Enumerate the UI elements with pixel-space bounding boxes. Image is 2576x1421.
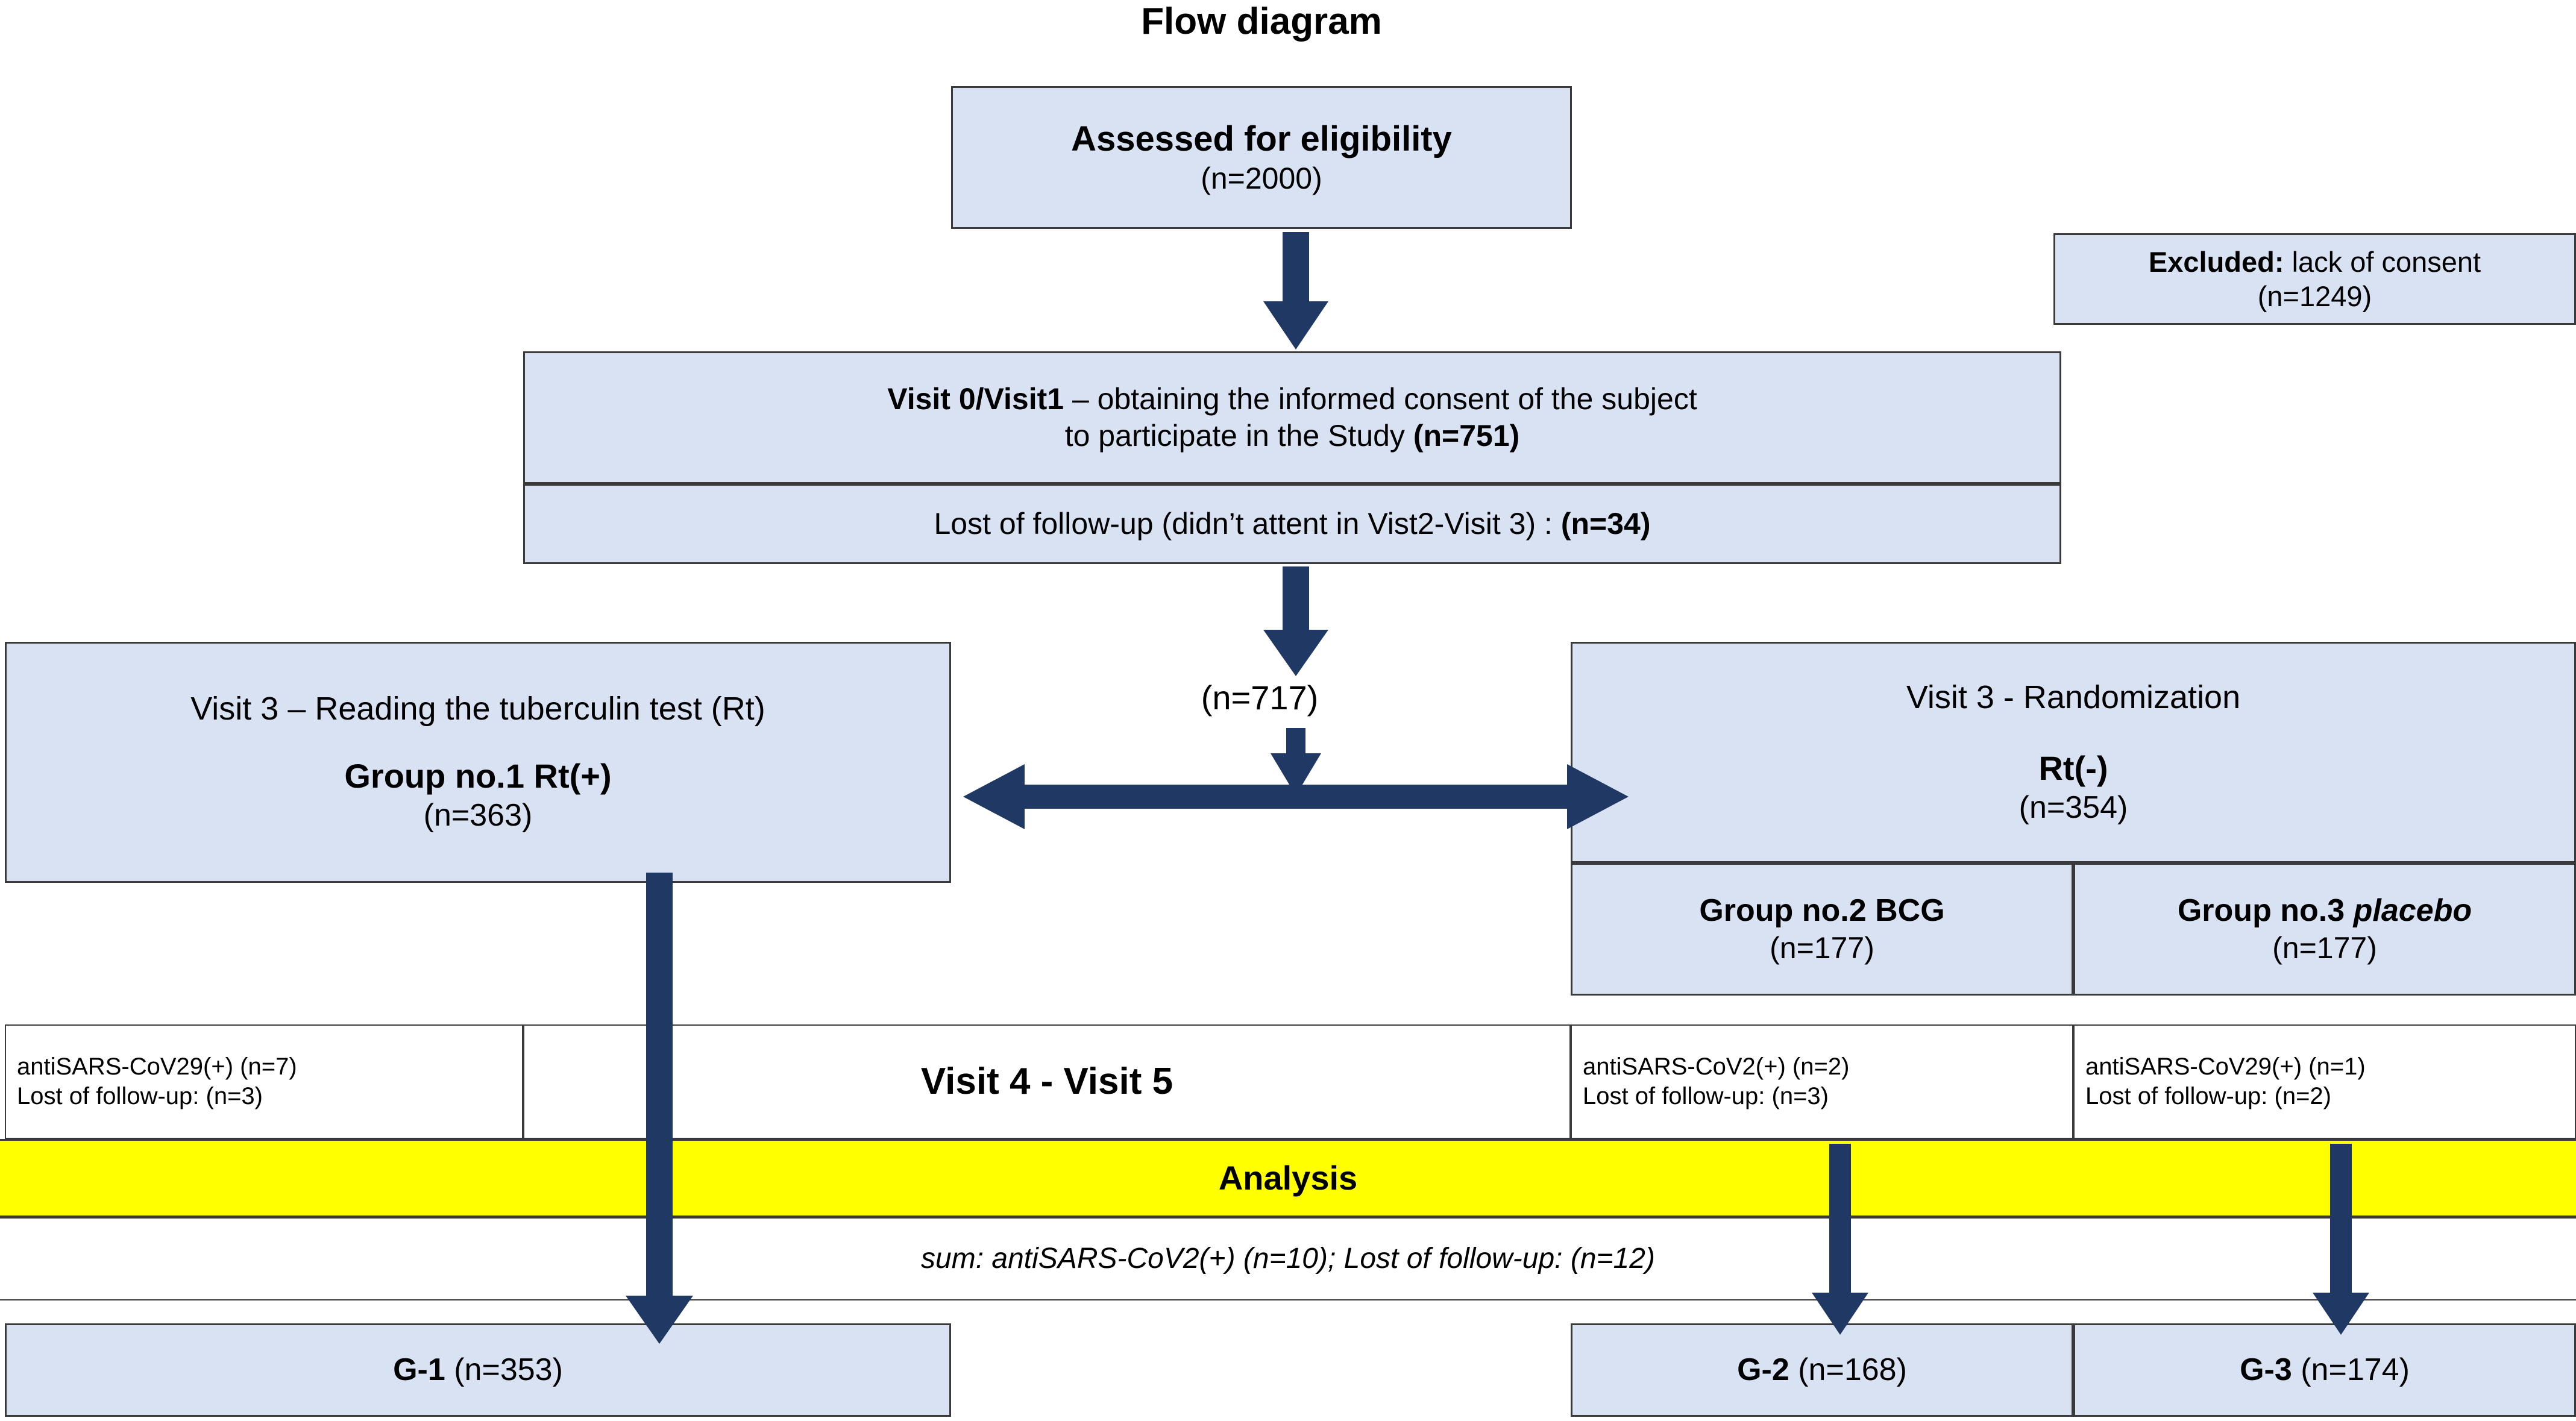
final-g1-bold: G-1 [393,1352,445,1387]
sum-label: sum: antiSARS-CoV2(+) (n=10); Lost of fo… [921,1242,1655,1275]
final-g2-label: G-2 (n=168) [1737,1351,1907,1389]
final-g3-box: G-3 (n=174) [2073,1323,2576,1417]
visit3-right-count: (n=354) [2018,789,2128,825]
left-detail-line2: Lost of follow-up: (n=3) [17,1083,263,1109]
page-title: Flow diagram [1141,1,1382,42]
visit0-line2: to participate in the Study (n=751) [1065,418,1520,454]
assessed-title: Assessed for eligibility [1071,119,1452,158]
group2-count: (n=177) [1770,931,1874,965]
visit4-visit5-label: Visit 4 - Visit 5 [920,1061,1173,1103]
final-g2-bold: G-2 [1737,1352,1789,1387]
visit3-right-title: Visit 3 - Randomization [1906,679,2241,715]
g2-detail-line2: Lost of follow-up: (n=3) [1583,1083,1829,1109]
final-g2-rest: (n=168) [1789,1352,1907,1387]
group3-label-italic: placebo [2353,892,2472,928]
final-g1-label: G-1 (n=353) [393,1351,563,1389]
lost-followup-rest: Lost of follow-up (didn’t attent in Vist… [934,507,1561,541]
g3-detail-line2: Lost of follow-up: (n=2) [2085,1083,2331,1109]
assessed-count: (n=2000) [1201,162,1322,196]
arrow-double-horizontal-split [963,764,1629,829]
group3-count: (n=177) [2272,931,2377,965]
final-g2-box: G-2 (n=168) [1571,1323,2073,1417]
visit3-right-rt: Rt(-) [2038,748,2108,787]
arrow-visit0-to-center [1263,566,1328,676]
final-g3-rest: (n=174) [2292,1352,2410,1387]
excluded-box: Excluded: lack of consent (n=1249) [2053,233,2576,325]
group2-bcg-box: Group no.2 BCG (n=177) [1571,863,2073,996]
excluded-rest: lack of consent [2284,245,2481,278]
g3-detail-line1: antiSARS-CoV29(+) (n=1) [2085,1053,2366,1081]
left-detail-cell: antiSARS-CoV29(+) (n=7) Lost of follow-u… [5,1024,523,1139]
final-g3-label: G-3 (n=174) [2240,1351,2410,1389]
visit0-bold: Visit 0/Visit1 [887,382,1064,416]
lost-followup-text: Lost of follow-up (didn’t attent in Vist… [934,506,1650,542]
analysis-label: Analysis [1218,1158,1358,1197]
visit4-visit5-cell: Visit 4 - Visit 5 [523,1024,1571,1139]
assessed-for-eligibility-box: Assessed for eligibility (n=2000) [951,86,1572,229]
visit0-visit1-box: Visit 0/Visit1 – obtaining the informed … [523,351,2061,484]
arrow-center-to-split [1271,728,1321,795]
visit0-rest: – obtaining the informed consent of the … [1064,382,1697,416]
g2-detail-cell: antiSARS-CoV2(+) (n=2) Lost of follow-up… [1571,1024,2073,1139]
final-g3-bold: G-3 [2240,1352,2292,1387]
visit0-line2-bold: (n=751) [1413,419,1520,453]
visit0-line1: Visit 0/Visit1 – obtaining the informed … [887,381,1697,418]
lost-followup-visit23-box: Lost of follow-up (didn’t attent in Vist… [523,484,2061,564]
group3-label: Group no.3 placebo [2178,892,2472,930]
analysis-band: Analysis [0,1139,2576,1217]
center-count-label: (n=717) [1201,679,1319,717]
final-g1-rest: (n=353) [445,1352,563,1387]
lost-followup-bold: (n=34) [1560,507,1651,541]
g3-detail-cell: antiSARS-CoV29(+) (n=1) Lost of follow-u… [2073,1024,2576,1139]
visit3-left-group: Group no.1 Rt(+) [344,757,612,795]
final-g1-box: G-1 (n=353) [5,1323,951,1417]
group3-placebo-box: Group no.3 placebo (n=177) [2073,863,2576,996]
group2-label: Group no.2 BCG [1699,892,1945,928]
group3-label-pre: Group no.3 [2177,892,2354,928]
excluded-bold: Excluded: [2148,245,2284,278]
excluded-label: Excluded: lack of consent [2149,245,2481,279]
visit3-left-title: Visit 3 – Reading the tuberculin test (R… [190,691,765,727]
g2-detail-line1: antiSARS-CoV2(+) (n=2) [1583,1053,1850,1081]
visit3-right-box: Visit 3 - Randomization Rt(-) (n=354) [1571,642,2576,863]
left-detail-line1: antiSARS-CoV29(+) (n=7) [17,1053,297,1081]
visit3-left-count: (n=363) [423,798,533,833]
visit0-line2-rest: to participate in the Study [1064,419,1413,453]
visit3-left-box: Visit 3 – Reading the tuberculin test (R… [5,642,951,883]
sum-band: sum: antiSARS-CoV2(+) (n=10); Lost of fo… [0,1217,2576,1300]
excluded-count: (n=1249) [2257,280,2372,312]
arrow-assessed-to-visit0 [1263,232,1328,350]
